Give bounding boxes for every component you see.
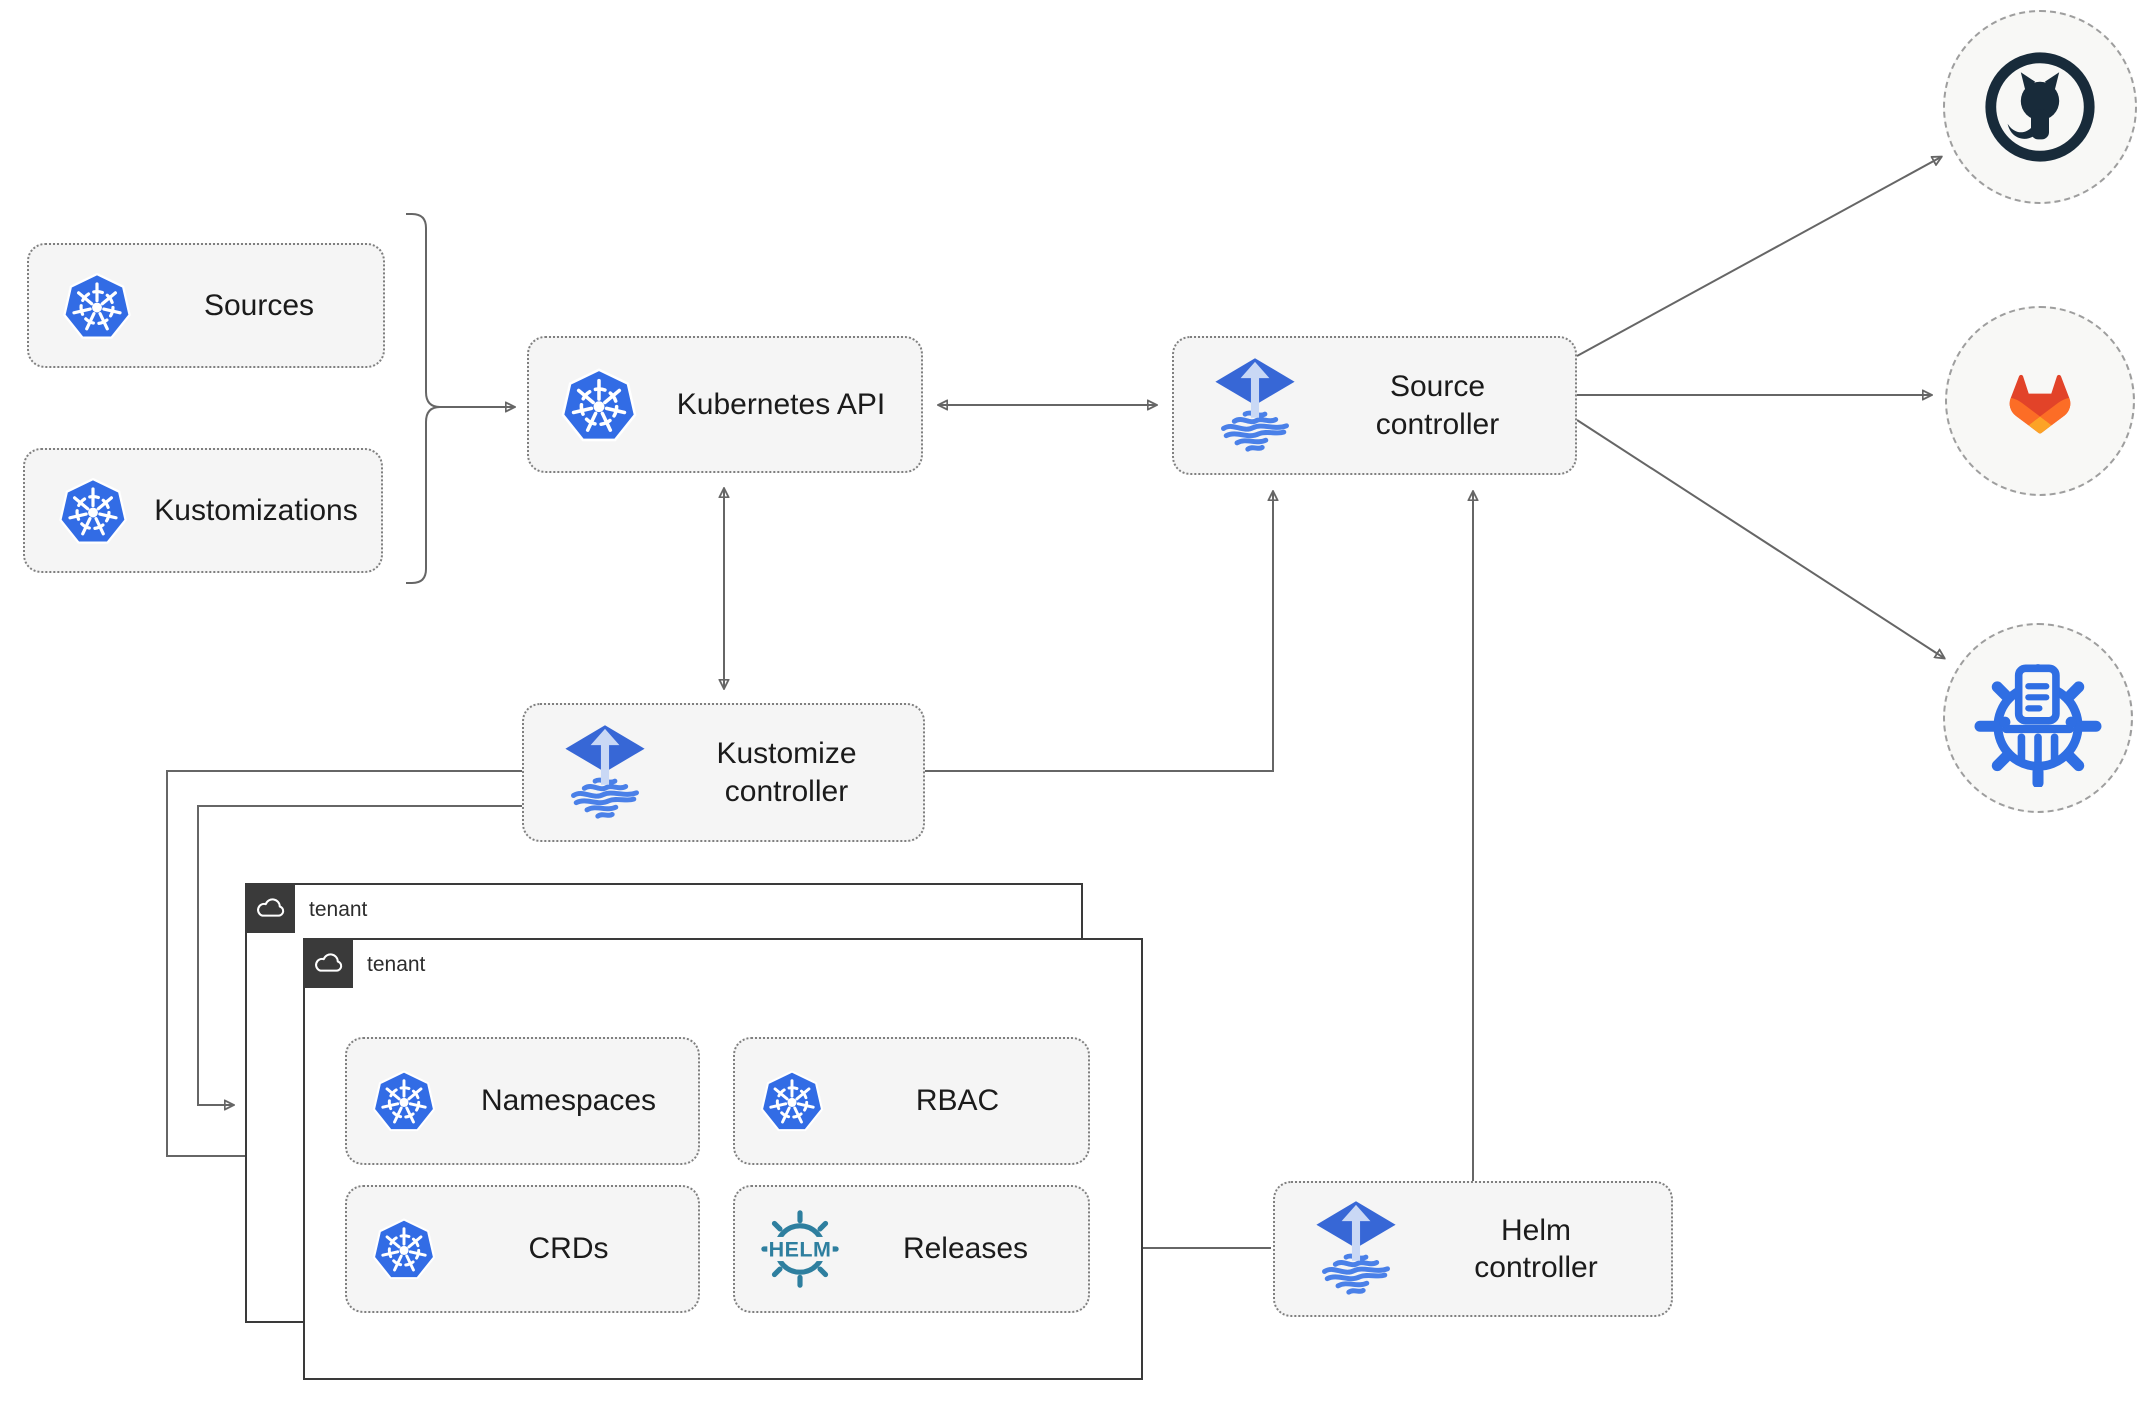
kubernetes-icon [369, 1066, 439, 1136]
rbac-label: RBAC [915, 1084, 1000, 1118]
kubernetes-api-label: Kubernetes API [676, 387, 886, 421]
tenant-corner-front [303, 938, 353, 988]
edge-source-to-registry [1576, 419, 1944, 658]
cloud-icon [315, 953, 343, 972]
kubernetes-icon [757, 1066, 827, 1136]
kustomizations-label: Kustomizations [154, 493, 358, 527]
edge-bracket-top [406, 213, 427, 392]
tenant-corner-back [245, 883, 295, 933]
edge-bracket-bottom [406, 422, 427, 584]
node-crds: CRDs [345, 1185, 700, 1313]
node-sources: Sources [27, 243, 385, 368]
flux-icon [1210, 355, 1300, 457]
tenant-label: tenant [309, 898, 368, 921]
crds-label: CRDs [528, 1232, 609, 1266]
releases-label: Releases [902, 1232, 1029, 1266]
source-controller-label: Source controller [1375, 370, 1500, 441]
kubernetes-icon [369, 1214, 439, 1284]
edge-kustomize-to-back-tenant [197, 805, 522, 1105]
edge-source-to-github [1576, 157, 1941, 357]
node-releases: HELM Releases [733, 1185, 1090, 1313]
container-registry-icon [1974, 664, 2102, 787]
sources-label: Sources [203, 288, 315, 322]
endpoint-gitlab [1945, 306, 2135, 496]
cloud-icon [257, 898, 285, 917]
edge-kustomize-to-front-tenant [166, 770, 522, 1156]
node-kustomizations: Kustomizations [23, 448, 383, 573]
kubernetes-icon [55, 473, 131, 549]
edge-kustomize-to-source-controller [925, 492, 1273, 772]
helm-icon: HELM [757, 1206, 843, 1292]
helm-controller-label: Helm controller [1474, 1213, 1598, 1285]
endpoint-registry [1943, 623, 2133, 813]
node-kubernetes-api: Kubernetes API [527, 336, 923, 473]
flux-icon [1311, 1198, 1401, 1300]
flux-icon [560, 722, 650, 824]
node-helm-controller: Helm controller [1273, 1181, 1673, 1317]
endpoint-github [1943, 10, 2137, 204]
kustomize-controller-label: Kustomize controller [716, 737, 857, 808]
node-kustomize-controller: Kustomize controller [522, 703, 925, 842]
node-source-controller: Source controller [1172, 336, 1577, 475]
namespaces-label: Namespaces [480, 1084, 657, 1118]
edge-bracket-junction [425, 391, 441, 423]
kubernetes-icon [59, 268, 135, 344]
helm-logo-text: HELM [769, 1238, 832, 1262]
github-octocat-icon [1985, 52, 2095, 162]
node-namespaces: Namespaces [345, 1037, 700, 1165]
kubernetes-icon [557, 363, 641, 447]
gitlab-tanuki-icon [2009, 374, 2071, 434]
node-rbac: RBAC [733, 1037, 1090, 1165]
tenant-label: tenant [367, 953, 426, 976]
